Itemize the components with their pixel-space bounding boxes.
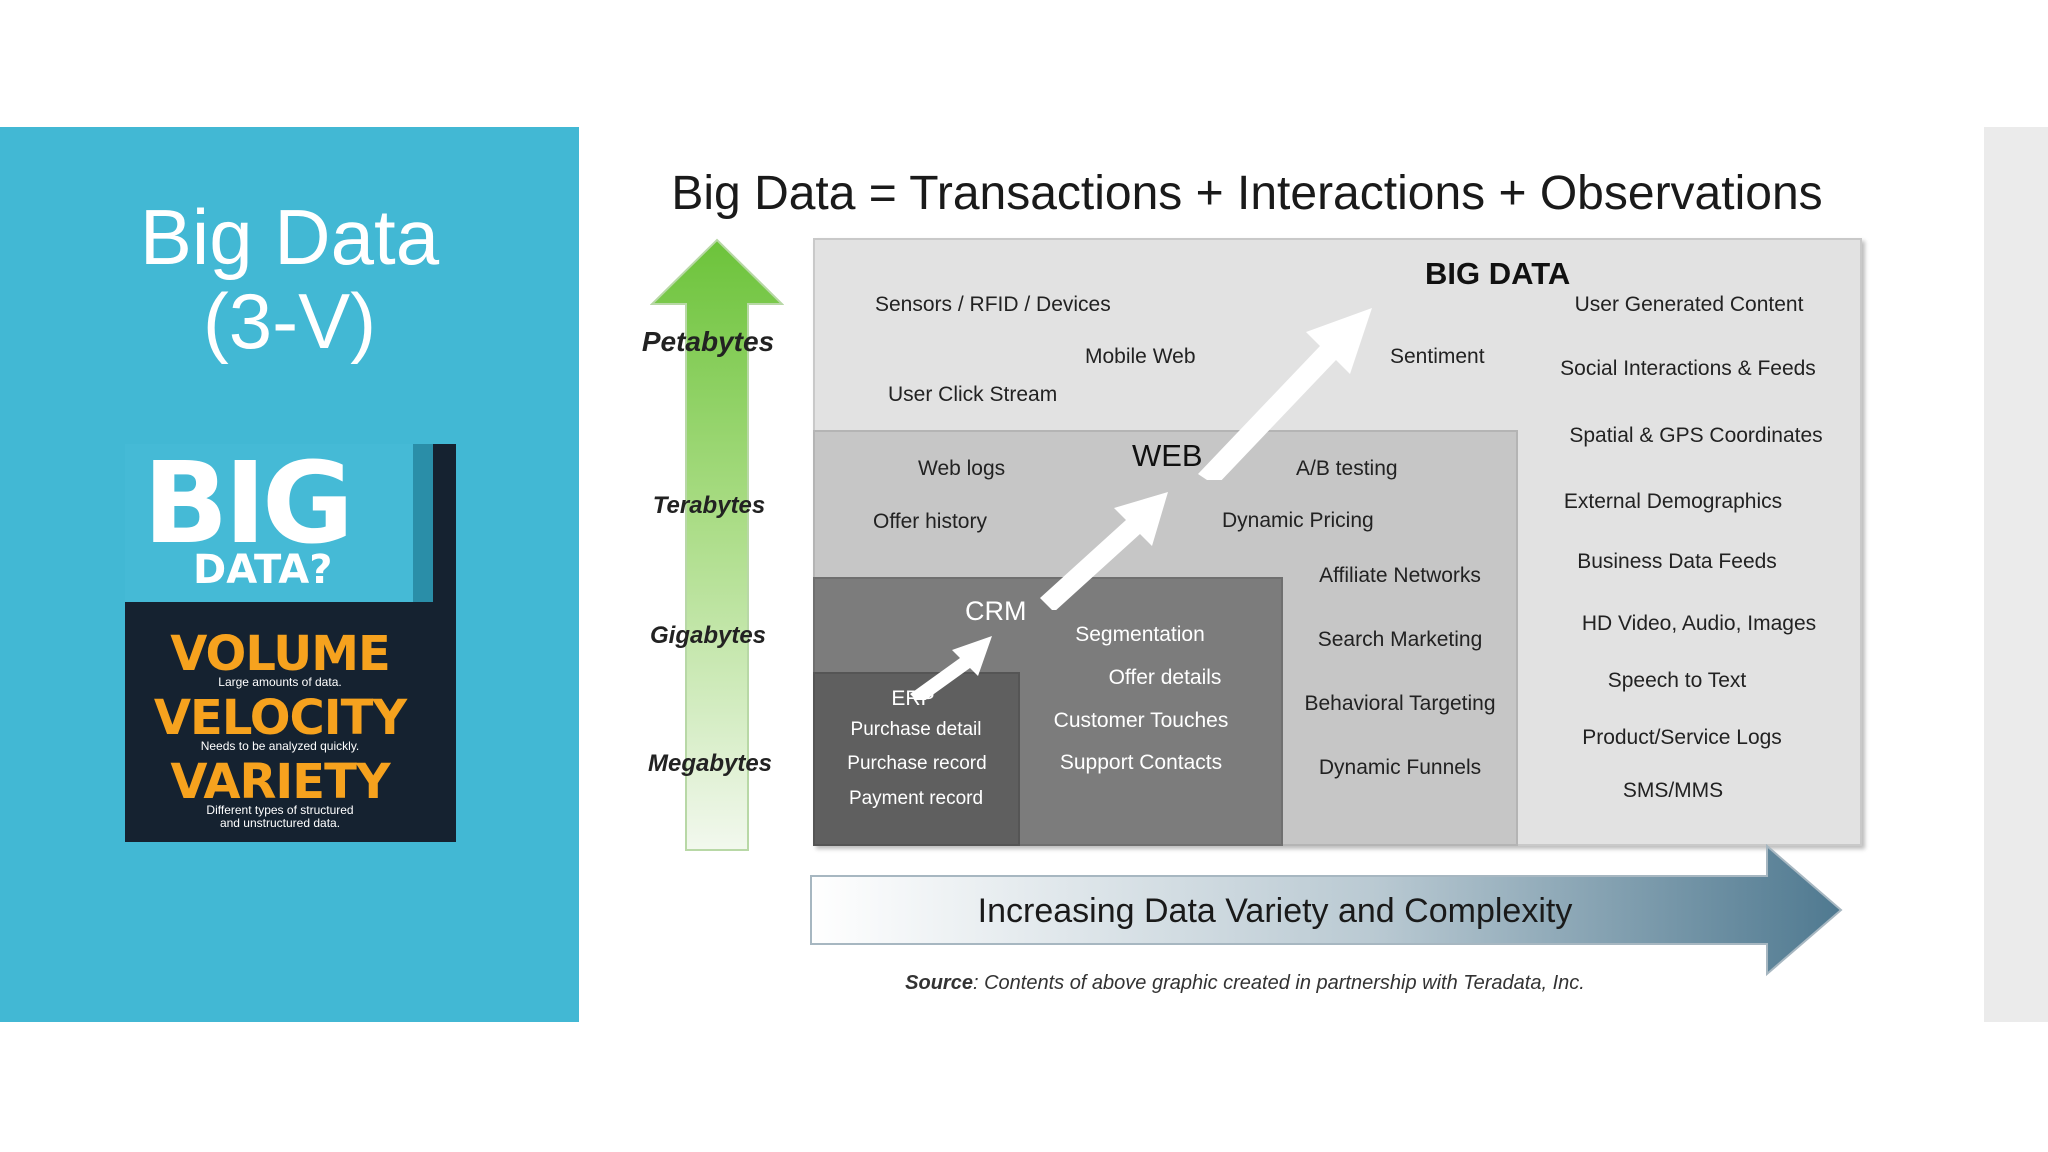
erp-header: ERP [891,687,935,710]
erp-to-crm-arrow [910,636,992,700]
big-data-right-item: External Demographics [1563,490,1783,513]
big-data-item-click-stream: User Click Stream [888,383,1058,406]
big-data-right-item: Speech to Text [1607,669,1747,692]
crm-item: Offer details [1108,666,1222,689]
crm-item: Support Contacts [1059,751,1223,774]
crm-item: Customer Touches [1053,709,1229,732]
web-header: WEB [1132,438,1203,473]
big-data-right-item: HD Video, Audio, Images [1581,612,1817,635]
big-data-right-item: SMS/MMS [1622,779,1724,802]
book-cover-top [125,444,413,602]
source-label: Source [905,972,973,994]
big-data-item-sentiment: Sentiment [1390,345,1485,368]
big-data-book-cover: BIG DATA? VOLUME Large amounts of data. … [125,444,456,842]
volume-gigabytes: Gigabytes [649,622,767,649]
big-data-right-item: Social Interactions & Feeds [1560,357,1816,380]
book-data-text: DATA? [193,547,333,593]
web-item: Search Marketing [1317,628,1483,651]
web-item: Web logs [918,457,1006,480]
slide-title-line2: (3-V) [202,277,377,365]
big-data-diagram: Big Data = Transactions + Interactions +… [620,150,1880,1010]
source-note: Source: Contents of above graphic create… [620,972,1870,995]
erp-item: Purchase record [847,753,987,774]
book-sub-variety: Different types of structured and unstru… [206,803,354,830]
book-sub-velocity: Needs to be analyzed quickly. [200,739,360,753]
big-data-right-item: User Generated Content [1574,293,1804,316]
volume-arrow [650,238,784,851]
web-item: Affiliate Networks [1319,564,1481,587]
web-item: Dynamic Funnels [1318,756,1482,779]
crm-item: Segmentation [1075,623,1205,646]
book-big-text: BIG [143,444,354,569]
slide-title: Big Data (3-V) [0,195,579,363]
big-data-right-item: Business Data Feeds [1577,550,1777,573]
web-item: Dynamic Pricing [1222,509,1374,532]
source-text: : Contents of above graphic created in p… [972,972,1585,994]
variety-arrow [810,844,1843,977]
volume-terabytes: Terabytes [652,492,766,519]
left-panel: Big Data (3-V) BIG DATA? VOLUME Large am… [0,127,579,1022]
book-word-variety: VARIETY [170,754,390,810]
web-to-bigdata-arrow [1198,308,1372,480]
book-word-volume: VOLUME [170,626,391,682]
big-data-header: BIG DATA [1425,256,1571,291]
big-data-right-item: Spatial & GPS Coordinates [1569,424,1823,447]
big-data-right-item: Product/Service Logs [1582,726,1782,749]
volume-petabytes: Petabytes [641,326,775,357]
diagram-title: Big Data = Transactions + Interactions +… [671,167,1823,220]
slide-title-line1: Big Data [139,193,440,281]
big-data-item-mobile-web: Mobile Web [1085,345,1196,368]
variety-label: Increasing Data Variety and Complexity [977,892,1573,930]
web-item: Offer history [873,510,987,533]
web-item: Behavioral Targeting [1304,692,1496,715]
big-data-item-sensors: Sensors / RFID / Devices [875,293,1111,316]
web-item: A/B testing [1296,457,1398,480]
book-cover-spine [413,444,433,602]
crm-to-web-arrow [1040,492,1168,610]
right-strip [1984,127,2048,1022]
book-sub-volume: Large amounts of data. [218,675,342,689]
volume-megabytes: Megabytes [647,750,773,777]
erp-item: Purchase detail [850,719,982,740]
book-word-velocity: VELOCITY [153,690,407,746]
erp-box [813,672,1020,846]
erp-item: Payment record [848,788,984,809]
crm-header: CRM [965,596,1027,626]
